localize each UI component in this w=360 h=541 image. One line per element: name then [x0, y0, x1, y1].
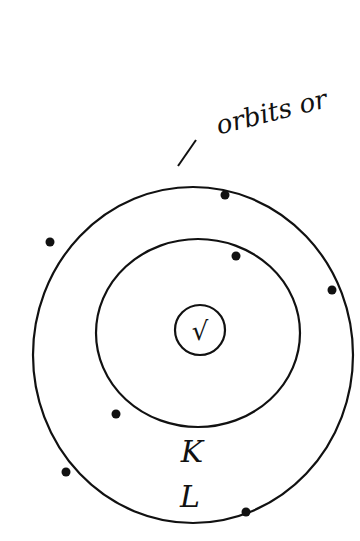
inner-orbit: [96, 239, 300, 427]
leader-line: [178, 140, 196, 166]
shell-label: L: [180, 482, 200, 512]
shell-label: K: [181, 437, 203, 467]
nucleus-symbol: √: [192, 318, 209, 344]
nucleus: [175, 305, 225, 355]
electrons: [46, 191, 337, 517]
outer-orbit: [33, 187, 353, 523]
annotation-text: orbits or: [214, 86, 330, 139]
